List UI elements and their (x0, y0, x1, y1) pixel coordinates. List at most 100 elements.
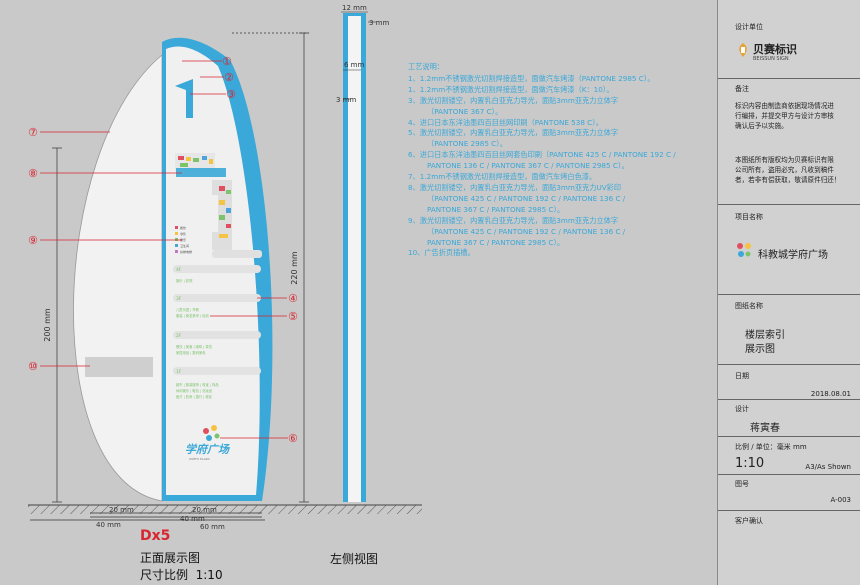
client-confirm-label: 客户确认 (735, 517, 763, 525)
floor-label: 3F (176, 296, 182, 302)
dim-label: 6 mm (344, 61, 364, 69)
callout-4: ④ (288, 292, 298, 305)
note-line: （PANTONE 425 C / PANTONE 192 C / PANTONE… (427, 193, 626, 203)
note-line: 1、1.2mm不锈钢激光切割焊接造型，面做汽车烤漆（K：10）。 (408, 84, 614, 94)
legend-item: 卫生间 (180, 243, 189, 248)
designer-label: 设计 (735, 405, 749, 413)
dim-label: 60 mm (200, 523, 225, 531)
note-line: 1、1.2mm不锈钢激光切割焊接造型，面做汽车烤漆（PANTONE 2985 C… (408, 73, 655, 83)
note-line: PANTONE 367 C / PANTONE 2985 C）。 (427, 237, 565, 247)
callout-3: ③ (226, 88, 236, 101)
dim-label: 3 mm (336, 96, 356, 104)
note-line: PANTONE 136 C / PANTONE 367 C / PANTONE … (427, 161, 629, 171)
sign-code: Dx5 (140, 528, 171, 544)
floor-text: 超市 | 服装服饰 | 珠宝 | 饰品 (176, 382, 219, 387)
notes-title: 工艺说明： (408, 62, 444, 71)
callout-1: ① (222, 55, 232, 68)
note-line: PANTONE 367 C / PANTONE 2985 C）。 (427, 204, 565, 214)
callout-5: ⑤ (288, 310, 298, 323)
note-line: 4、进口日本东洋油墨四百目丝网印刷（PANTONE 538 C）。 (408, 117, 603, 127)
remark-text: 标识内容由制造商依据现场情况进行编排，并提交甲方与设计方审核确认后予以实施。 (735, 102, 834, 130)
date-value: 2018.08.01 (810, 390, 851, 398)
remark-label: 备注 (735, 85, 749, 93)
notes-lines: 1、1.2mm不锈钢激光切割焊接造型，面做汽车烤漆（PANTONE 2985 C… (408, 74, 708, 259)
note-line: （PANTONE 2985 C）。 (427, 139, 507, 149)
floor-text: 服装 | 美发美甲 | 培训 (176, 313, 209, 318)
company-en: BEISSUN SIGN (753, 56, 789, 62)
floor-text: 娱乐 | 影院 (176, 278, 193, 283)
designer-name: 蒋寅春 (750, 423, 780, 434)
dim-label: 20 mm (109, 506, 134, 514)
date-label: 日期 (735, 372, 749, 380)
callout-9: ⑨ (28, 234, 38, 247)
callout-2: ② (224, 71, 234, 84)
callout-10: ⑩ (28, 360, 38, 373)
dimension-lines (30, 32, 309, 521)
dim-label: 40 mm (180, 515, 205, 523)
legend-item: 娱乐 (180, 237, 186, 242)
process-notes: 工艺说明： 1、1.2mm不锈钢激光切割焊接造型，面做汽车烤漆（PANTONE … (408, 62, 708, 259)
ground-hatch (28, 505, 422, 514)
floor-text: 医疗 | 药房 | 银行 | 便民 (176, 394, 213, 399)
project-label: 项目名称 (735, 213, 763, 221)
project-name: 科教城学府广场 (758, 250, 828, 261)
floor-text: 儿童乐园 | 早教 (176, 307, 200, 312)
back-shell (73, 54, 163, 502)
copyright-text: 本图纸所有版权均为贝赛标识有限公司所有，盗用必究，凡收到稿件者，若非有偿获取，敬… (735, 156, 841, 184)
technical-drawing: 餐饮 零售 娱乐 卫生间 扶梯电梯 4F 娱乐 | 影院 3F 儿童乐园 | 早… (28, 4, 422, 531)
brochure-slot (85, 357, 153, 377)
note-line: 7、1.2mm不锈钢激光切割焊接造型，面做汽车烤白色漆。 (408, 172, 597, 182)
dim-height-200: 200 mm (43, 308, 52, 342)
map-legend: 餐饮 零售 娱乐 卫生间 扶梯电梯 (175, 225, 192, 254)
note-line: （PANTONE 425 C / PANTONE 192 C / PANTONE… (427, 226, 626, 236)
callout-6: ⑥ (288, 432, 298, 445)
callout-7: ⑦ (28, 126, 38, 139)
drawing-no: A-003 (830, 496, 851, 504)
note-line: 10、广告折页插槽。 (408, 248, 475, 258)
floor-directory: 4F 娱乐 | 影院 3F 儿童乐园 | 早教 服装 | 美发美甲 | 培训 2… (173, 265, 261, 399)
callout-8: ⑧ (28, 167, 38, 180)
note-line: 9、激光切割镂空，内置乳白亚克力导光，面贴3mm亚克力立体字 (408, 215, 619, 225)
title-block: 设计单位 贝赛标识 BEISSUN SIGN 备注 标识内容由制造商依据现场情况… (717, 0, 860, 585)
drawing-label: 图纸名称 (735, 302, 763, 310)
project-logo-icon (736, 242, 752, 258)
floor-text: 餐饮 | 美食 | 咖啡 | 茶饮 (176, 344, 213, 349)
plaza-logo: 学府广场 XUEFU PLAZA (185, 425, 231, 461)
note-line: 6、进口日本东洋油墨四百目丝网套色印刷（PANTONE 425 C / PANT… (408, 150, 676, 160)
dim-label: 12 mm (342, 4, 367, 12)
floor-number-shape (175, 79, 193, 118)
dim-label: 3 mm (369, 19, 389, 27)
paper-size: A3/As Shown (805, 463, 851, 471)
legend-item: 扶梯电梯 (180, 249, 192, 254)
callout-leaders (40, 60, 288, 439)
callout-markers: ① ② ③ ④ ⑤ ⑥ ⑦ ⑧ ⑨ ⑩ (28, 55, 298, 445)
scale-label: 尺寸比例 1:10 (140, 568, 223, 582)
floor-label: 1F (176, 369, 182, 375)
legend-item: 零售 (180, 231, 186, 236)
note-line: （PANTONE 367 C）。 (427, 106, 503, 116)
company-name: 贝赛标识 (753, 43, 797, 56)
note-line: 8、激光切割镂空，内置乳白亚克力导光，面贴3mm亚克力UV彩印 (408, 182, 622, 192)
floor-label: 4F (176, 267, 182, 273)
side-view (341, 11, 376, 502)
floor-label: 2F (176, 333, 182, 339)
front-view-label: 正面展示图 (140, 551, 201, 565)
note-line: 5、激光切割镂空，内置乳白亚克力导光，面贴3mm亚克力立体字 (408, 128, 619, 138)
dim-label: 40 mm (96, 521, 121, 529)
note-line: 3、激光切割镂空，内置乳白亚克力导光，面贴3mm亚克力立体字 (408, 95, 619, 105)
drawing-no-label: 图号 (735, 480, 749, 488)
drawing-name-2: 展示图 (745, 344, 775, 355)
company-logo-icon (736, 42, 750, 57)
design-unit-label: 设计单位 (735, 23, 763, 31)
floor-text: 休闲娱乐 | 鞋包 | 化妆品 (176, 388, 213, 393)
side-view-label: 左侧视图 (330, 552, 379, 566)
ratio-label: 比例 / 单位：毫米 mm (735, 443, 807, 451)
floor-text: 家居用品 | 数码家电 (176, 350, 206, 355)
dim-height-220: 220 mm (290, 251, 299, 285)
logo-cn: 学府广场 (185, 443, 231, 456)
dim-label: 20 mm (192, 506, 217, 514)
logo-en: XUEFU PLAZA (189, 457, 211, 461)
ratio-value: 1:10 (735, 456, 765, 471)
drawing-name-1: 楼层索引 (745, 330, 785, 341)
legend-item: 餐饮 (180, 225, 186, 230)
